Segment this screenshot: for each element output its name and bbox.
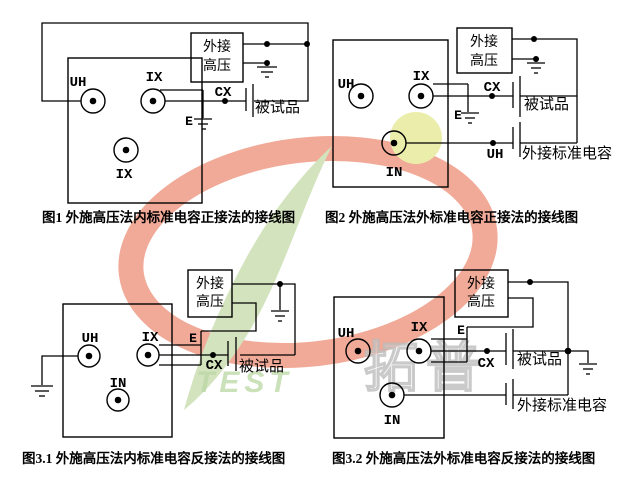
fig31-terminals [77,343,160,412]
fig2-caption: 图2 外施高压法外标准电容正接法的接线图 [325,209,578,225]
fig2-wires [406,38,578,144]
fig2-uh-wire-label: UH [487,147,504,163]
fig1-ground-hv-icon [257,66,277,78]
fig1-e-label: E [185,114,193,129]
fig2-hv-source-box [456,27,513,74]
fig32-in-label: IN [384,413,401,429]
fig32-wires [404,281,589,396]
fig1-junction-dots [222,41,310,104]
fig1-caption: 图1 外施高压法内标准电容正接法的接线图 [42,209,295,225]
fig2-test-object-label: 被试品 [524,96,569,113]
fig1-ix-top-label: IX [146,70,163,86]
fig2-hv-label-line2: 高压 [470,52,498,69]
fig31-test-object-label: 被试品 [239,358,284,375]
watermark-leaf [184,146,332,410]
fig1-hv-source-box [190,32,244,83]
fig1-wires [41,22,309,118]
fig2-terminals [348,83,434,156]
fig2-std-capacitor-label: 外接标准电容 [522,145,612,162]
fig31-junction-dots [210,281,283,358]
fig1-terminals [80,88,166,163]
fig1-ix-bottom-label: IX [116,167,133,183]
fig31-cx-label: CX [206,358,223,374]
fig32-ix-label: IX [411,320,428,336]
fig32-hv-label-line2: 高压 [467,293,495,310]
fig2-ground-e-icon [461,112,479,124]
fig32-e-label: E [457,323,465,338]
fig2-in-label: IN [386,165,403,181]
fig1-instrument-box [67,57,203,204]
fig1-capacitor-test-object [245,84,254,117]
fig31-hv-label-line2: 高压 [196,293,224,310]
figure2-schematic: 外接 高压 UH IX IN CX UH E 被试品 外接标准电容 图2 外施高… [325,27,612,225]
fig2-junction-dots [489,36,539,146]
fig31-hv-label-line1: 外接 [196,275,224,292]
fig31-ix-label: IX [142,330,159,346]
fig1-hv-label-line1: 外接 [203,38,231,55]
fig31-in-label: IN [110,376,127,392]
fig32-hv-source-box [454,269,509,318]
fig2-instrument-box [332,39,449,188]
figure1-schematic: 外接 高压 UH IX IX CX E 被试品 图1 外施高压法内标准电容正接法… [41,22,310,225]
fig2-cx-label: CX [484,80,501,96]
fig32-terminals [345,338,432,408]
fig31-ground-uh-icon [31,385,53,397]
fig32-ground-icon [579,363,597,375]
fig32-uh-label: UH [338,326,355,342]
figure31-schematic: 外接 高压 UH IX IN CX E 被试品 图3.1 外施高压法内标准电容反… [22,269,296,466]
fig32-std-capacitor-label: 外接标准电容 [517,397,607,414]
fig1-ground-e-icon [194,118,212,130]
fig31-uh-label: UH [82,331,99,347]
fig31-instrument-box [62,303,173,438]
fig32-junction-dots [484,279,572,355]
fig2-capacitor-standard [512,122,521,157]
watermark-cjk-text: 拓普 [364,338,488,398]
fig31-e-label: E [189,331,197,346]
fig32-hv-label-line1: 外接 [467,275,495,292]
fig2-hv-label-line1: 外接 [470,33,498,50]
fig32-instrument-box [333,296,445,439]
fig31-ground-hv-icon [271,310,289,322]
fig32-capacitor-test-object [505,329,514,369]
fig2-ix-label: IX [413,69,430,85]
fig31-capacitor-test-object [227,337,237,371]
figure32-schematic: 外接 高压 UH IX IN CX E 被试品 外接标准电容 图3.2 外施高压… [332,269,607,466]
fig32-caption: 图3.2 外施高压法外标准电容反接法的接线图 [332,450,595,466]
fig31-wires [41,283,296,385]
fig1-uh-label: UH [70,75,87,91]
fig2-e-label: E [454,108,462,123]
fig31-hv-source-box [187,269,233,318]
fig32-capacitor-standard [505,379,514,409]
fig1-cx-label: CX [215,85,232,101]
fig32-test-object-label: 被试品 [517,351,562,368]
watermark-ring [118,135,498,369]
fig31-caption: 图3.1 外施高压法内标准电容反接法的接线图 [22,450,285,466]
fig2-capacitor-test-object [512,76,521,117]
fig2-uh-label: UH [338,77,355,93]
fig1-hv-label-line2: 高压 [203,57,231,74]
watermark-latin-text: TEST [196,366,293,399]
fig2-ground-hv-icon [527,62,545,74]
fig1-test-object-label: 被试品 [255,99,300,116]
fig32-cx-label: CX [478,356,495,372]
